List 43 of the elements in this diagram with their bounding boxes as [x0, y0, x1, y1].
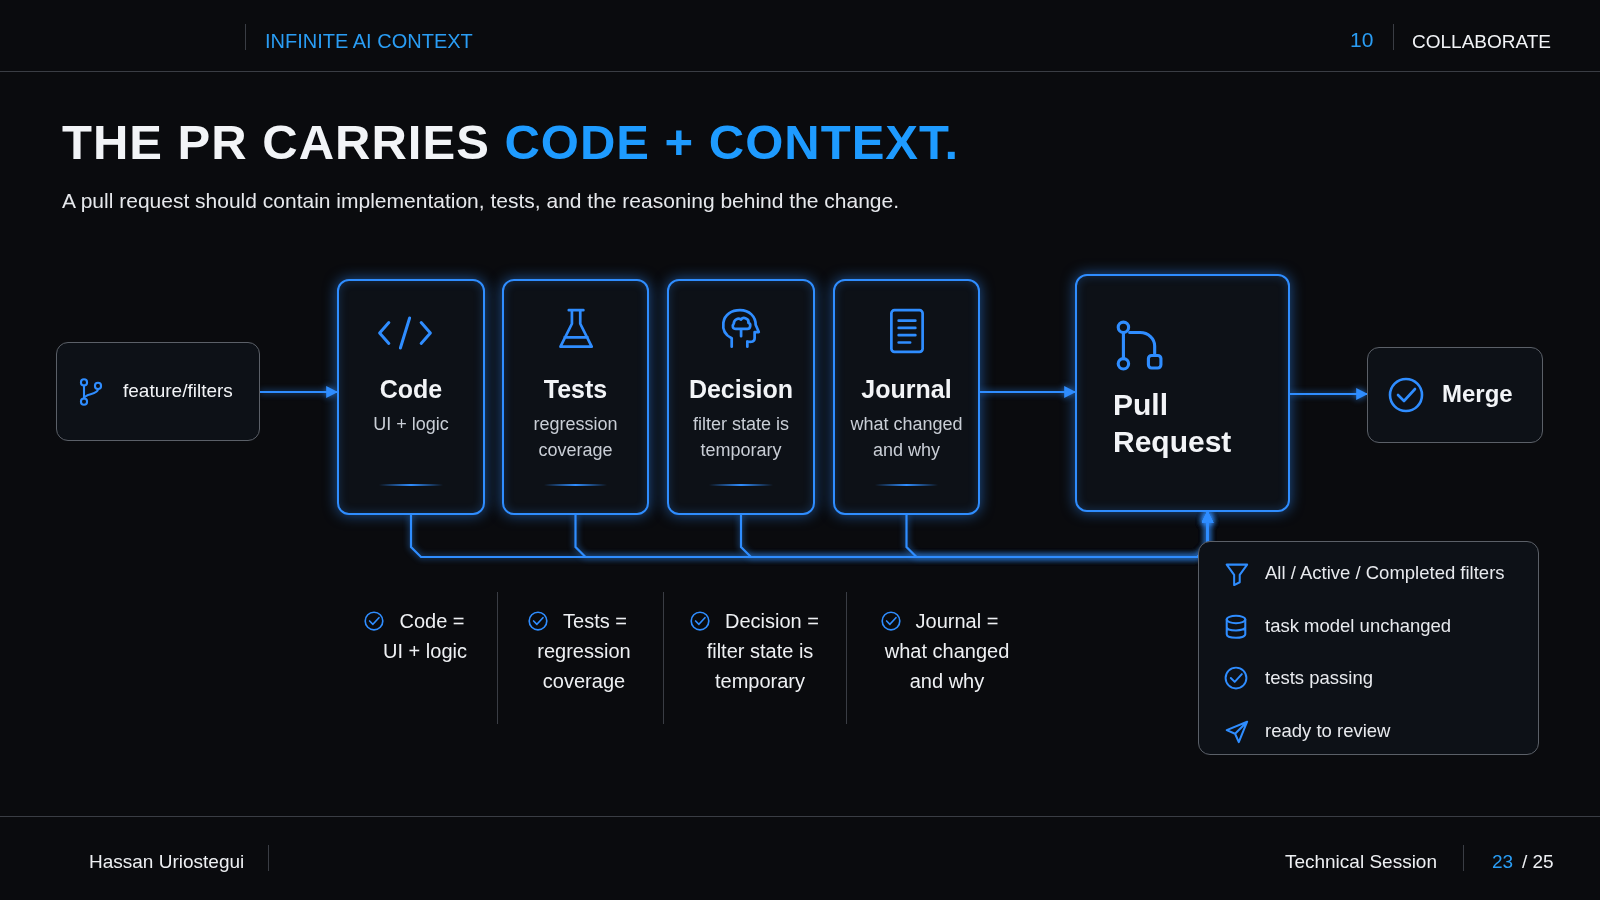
- branch-box: [56, 342, 260, 441]
- checklist-item: All / Active / Completed filters: [1265, 562, 1505, 584]
- slide-title: THE PR CARRIES CODE + CONTEXT.: [62, 114, 960, 170]
- checklist-panel: [1198, 541, 1539, 755]
- step-card: [502, 279, 649, 515]
- arrow: [980, 386, 1077, 398]
- summary-heading: Code =: [399, 609, 465, 634]
- summary-heading: Journal =: [915, 609, 999, 634]
- node-label: feature/filters: [123, 380, 233, 402]
- section-number: 10: [1350, 27, 1374, 53]
- card-description: regression coverage: [532, 413, 619, 462]
- arrow: [260, 386, 339, 398]
- session-title: Technical Session: [1284, 850, 1437, 874]
- card-title: Decision: [687, 375, 795, 404]
- node-label: Merge: [1442, 380, 1513, 408]
- arrow: [1290, 388, 1369, 400]
- step-card: [833, 279, 980, 515]
- subtitle: A pull request should contain implementation, tests, and the reasoning behind the change.: [62, 188, 900, 214]
- summary-text: regression coverage: [536, 639, 632, 694]
- card-description: what changed and why: [849, 413, 964, 462]
- card-title: Tests: [542, 375, 609, 404]
- checklist-item: ready to review: [1265, 719, 1391, 742]
- header-subtitle: INFINITE AI CONTEXT: [265, 29, 473, 54]
- card-title: Pull Request: [1113, 387, 1233, 460]
- checklist-item: task model unchanged: [1265, 614, 1452, 637]
- summary-text: filter state is temporary: [705, 639, 815, 694]
- card-description: filter state is temporary: [692, 413, 790, 462]
- summary-text: UI + logic: [382, 639, 468, 664]
- card-description: UI + logic: [372, 413, 450, 436]
- card-title: Code: [378, 375, 444, 404]
- merge-box: [1367, 347, 1543, 443]
- checklist-item: tests passing: [1265, 667, 1373, 689]
- card-title: Journal: [860, 375, 953, 404]
- summary-heading: Decision =: [725, 609, 819, 634]
- summary-heading: Tests =: [563, 609, 627, 634]
- pull-request-card: [1075, 274, 1290, 512]
- summary-text: what changed and why: [883, 639, 1011, 694]
- step-card: [667, 279, 815, 515]
- page-total: / 25: [1522, 850, 1554, 874]
- page-number: 23: [1492, 850, 1514, 874]
- section-title: COLLABORATE: [1412, 30, 1552, 54]
- step-card: [337, 279, 485, 515]
- presenter-name: Hassan Uriostegui: [89, 850, 245, 874]
